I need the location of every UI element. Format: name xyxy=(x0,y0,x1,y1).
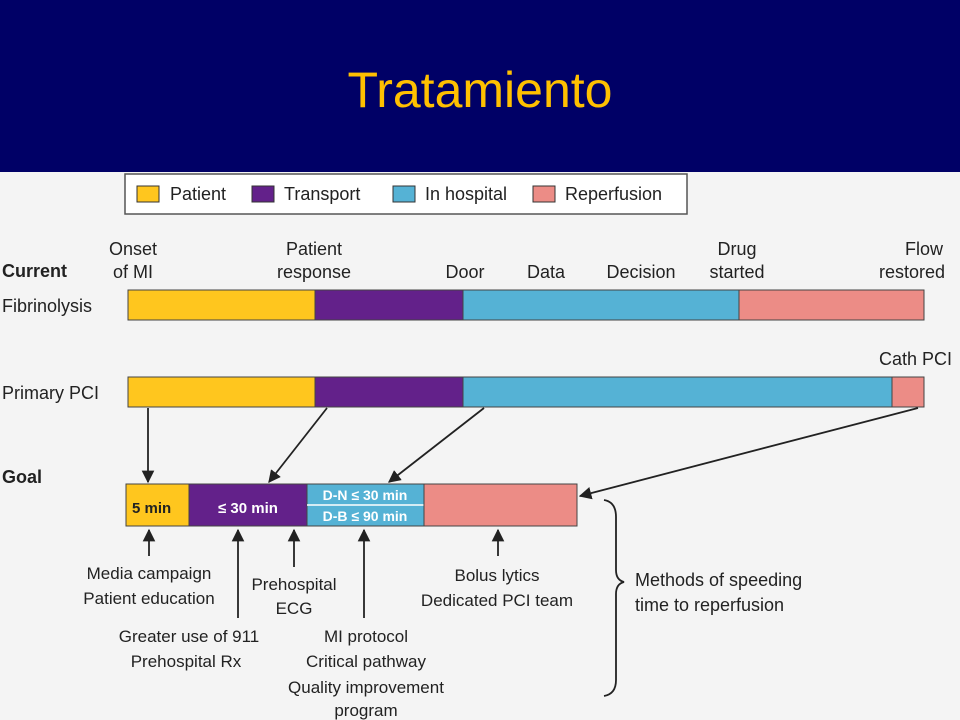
mapping-arrows xyxy=(141,407,919,500)
milestone-patient-response-line2: response xyxy=(277,262,351,282)
methods-summary-line2: time to reperfusion xyxy=(635,595,784,615)
fibrinolysis-patient-segment xyxy=(127,289,316,321)
milestone-patient-response-line1: Patient xyxy=(286,239,342,259)
legend-label-reperfusion: Reperfusion xyxy=(565,184,662,204)
milestone-decision: Decision xyxy=(606,262,675,282)
milestone-cath-pci: Cath PCI xyxy=(879,349,952,369)
row-label-goal: Goal xyxy=(2,467,42,487)
goal-patient-label: 5 min xyxy=(132,500,171,517)
diagram-panel: Patient Transport In hospital Reperfusio… xyxy=(0,172,960,720)
method-arrows xyxy=(142,528,505,618)
legend-swatch-patient xyxy=(136,185,160,203)
method-prehospital-ecg-line2: ECG xyxy=(276,599,313,618)
milestone-door: Door xyxy=(445,262,484,282)
pci-transport-segment xyxy=(314,376,464,408)
method-prehospital-ecg-line1: Prehospital xyxy=(251,575,336,594)
methods-brace xyxy=(603,499,625,697)
row-label-fibrinolysis: Fibrinolysis xyxy=(2,296,92,316)
legend-swatch-in-hospital xyxy=(392,185,416,203)
goal-patient-segment xyxy=(125,483,190,527)
row-label-current: Current xyxy=(2,261,67,281)
row-label-primary-pci: Primary PCI xyxy=(2,383,99,403)
goal-transport-label: ≤ 30 min xyxy=(218,500,278,517)
pci-in-hospital-segment xyxy=(462,376,893,408)
goal-door-to-needle-label: D-N ≤ 30 min xyxy=(323,487,408,503)
method-quality-improvement: Quality improvement xyxy=(288,678,444,697)
primary-pci-bar xyxy=(127,376,925,408)
arrow-reperfusion-to-goal xyxy=(578,407,919,500)
fibrinolysis-transport-segment xyxy=(314,289,464,321)
legend-label-patient: Patient xyxy=(170,184,226,204)
method-media-campaign: Media campaign xyxy=(87,564,212,583)
method-mi-protocol: MI protocol xyxy=(324,627,408,646)
arrow-transport-to-goal xyxy=(268,407,328,483)
method-bolus-lytics: Bolus lytics xyxy=(454,566,539,585)
fibrinolysis-reperfusion-segment xyxy=(738,289,925,321)
methods-summary-line1: Methods of speeding xyxy=(635,570,802,590)
arrow-in-hospital-to-goal xyxy=(388,407,485,483)
method-program: program xyxy=(334,701,397,720)
method-greater-911: Greater use of 911 xyxy=(119,627,260,646)
fibrinolysis-in-hospital-segment xyxy=(462,289,740,321)
milestone-flow-restored-line1: Flow xyxy=(905,239,944,259)
slide-title: Tratamiento xyxy=(347,62,613,118)
goal-transport-segment xyxy=(188,483,308,527)
method-prehospital-rx: Prehospital Rx xyxy=(131,652,242,671)
milestone-drug-started-line1: Drug xyxy=(717,239,756,259)
legend: Patient Transport In hospital Reperfusio… xyxy=(124,173,688,215)
method-dedicated-pci-team: Dedicated PCI team xyxy=(421,591,573,610)
goal-door-to-balloon-label: D-B ≤ 90 min xyxy=(323,508,408,524)
milestone-flow-restored-line2: restored xyxy=(879,262,945,282)
treatment-timeline-diagram: Patient Transport In hospital Reperfusio… xyxy=(2,173,952,720)
milestone-onset-line2: of MI xyxy=(113,262,153,282)
goal-bar: 5 min ≤ 30 min D-N ≤ 30 min D-B ≤ 90 min xyxy=(125,483,578,527)
milestone-drug-started-line2: started xyxy=(709,262,764,282)
goal-reperfusion-segment xyxy=(423,483,578,527)
method-patient-education: Patient education xyxy=(83,589,214,608)
legend-swatch-transport xyxy=(251,185,275,203)
legend-swatch-reperfusion xyxy=(532,185,556,203)
fibrinolysis-bar xyxy=(127,289,925,321)
legend-label-in-hospital: In hospital xyxy=(425,184,507,204)
pci-patient-segment xyxy=(127,376,316,408)
legend-label-transport: Transport xyxy=(284,184,360,204)
milestone-onset-line1: Onset xyxy=(109,239,157,259)
method-critical-pathway: Critical pathway xyxy=(306,652,426,671)
pci-reperfusion-segment xyxy=(891,376,925,408)
title-band: Tratamiento xyxy=(0,0,960,172)
milestone-data: Data xyxy=(527,262,566,282)
